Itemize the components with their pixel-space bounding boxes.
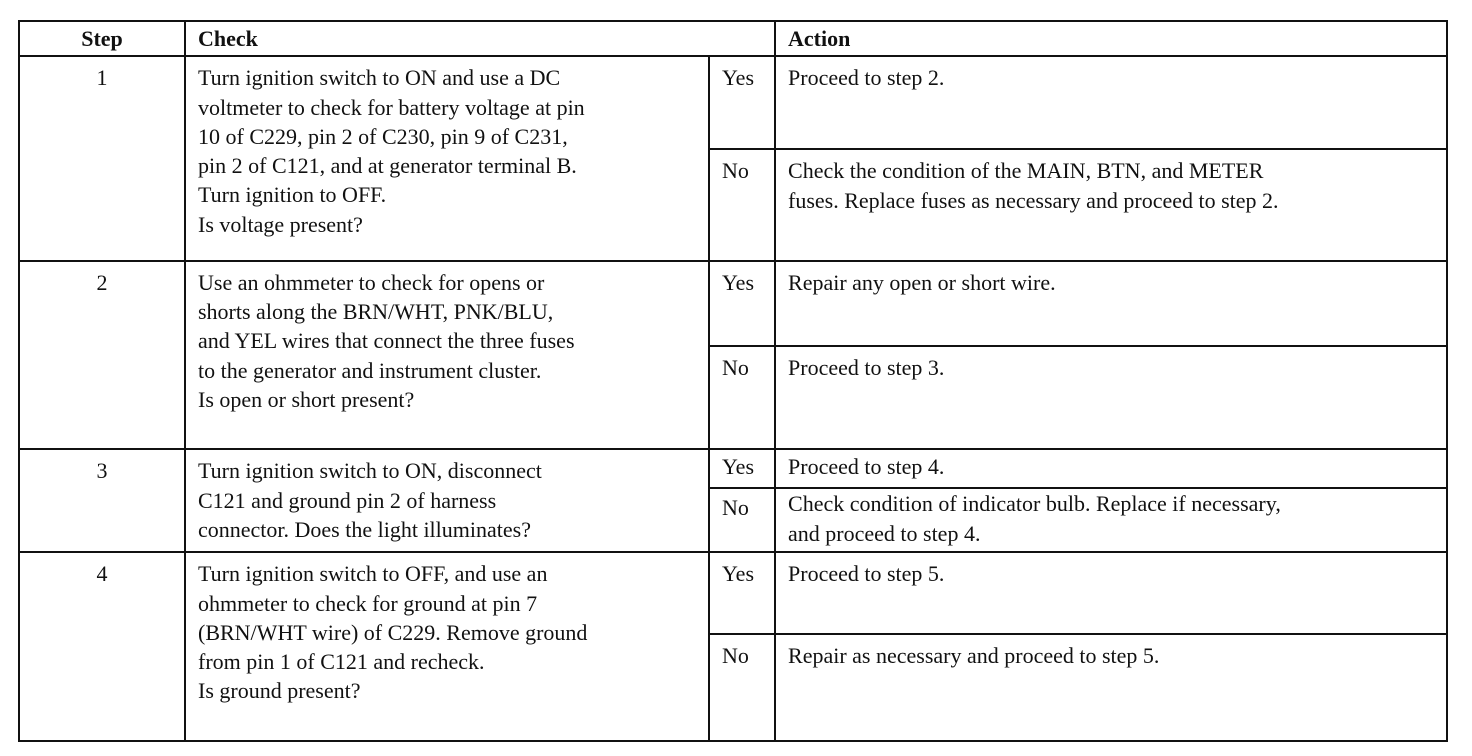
action-line: Proceed to step 4.: [788, 454, 945, 480]
header-check: Check: [183, 19, 777, 58]
troubleshooting-sheet: Step Check Action 1 Turn ignition switch…: [18, 19, 1449, 743]
step-1-yes-row: 1 Turn ignition switch to ON and use a D…: [18, 55, 1449, 262]
check-line: Is open or short present?: [198, 386, 415, 412]
check-line: from pin 1 of C121 and recheck.: [198, 649, 485, 675]
check-line: Turn ignition switch to OFF, and use an: [198, 561, 548, 587]
step-number: 1: [18, 55, 186, 262]
check-line: 10 of C229, pin 2 of C230, pin 9 of C231…: [198, 123, 568, 149]
action-line: Proceed to step 5.: [788, 561, 945, 587]
answer-no: No: [707, 148, 777, 262]
action-line: fuses. Replace fuses as necessary and pr…: [788, 187, 1279, 213]
step-number: 4: [18, 551, 186, 742]
check-text: Turn ignition switch to ON and use a DC …: [184, 55, 710, 262]
step-2-yes-row: 2 Use an ohmmeter to check for opens or …: [18, 259, 1449, 451]
action-yes: Proceed to step 4.: [774, 448, 1449, 490]
check-line: pin 2 of C121, and at generator terminal…: [198, 153, 577, 178]
action-line: Check the condition of the MAIN, BTN, an…: [788, 158, 1264, 184]
check-line: Use an ohmmeter to check for opens or: [198, 269, 545, 295]
check-text: Turn ignition switch to OFF, and use an …: [184, 551, 710, 742]
action-yes: Proceed to step 5.: [774, 551, 1449, 635]
step-1-no-row: No Check the condition of the MAIN, BTN,…: [19, 148, 1449, 262]
action-line: Repair as necessary and proceed to step …: [788, 642, 1160, 668]
check-line: Is ground present?: [198, 678, 361, 704]
action-yes: Repair any open or short wire.: [774, 259, 1449, 348]
troubleshooting-table: Step Check Action 1 Turn ignition switch…: [18, 19, 1449, 743]
action-yes: Proceed to step 2.: [774, 55, 1449, 151]
step-2-no-row: No Proceed to step 3.: [19, 345, 1449, 451]
step-number: 2: [18, 259, 186, 451]
check-line: to the generator and instrument cluster.: [198, 357, 542, 383]
action-line: Check condition of indicator bulb. Repla…: [788, 491, 1281, 517]
action-no: Proceed to step 3.: [774, 345, 1449, 451]
header-row: Step Check Action: [18, 19, 1449, 58]
answer-no: No: [707, 632, 777, 743]
action-line: Proceed to step 3.: [788, 355, 945, 381]
check-line: shorts along the BRN/WHT, PNK/BLU,: [198, 299, 554, 325]
step-4-yes-row: 4 Turn ignition switch to OFF, and use a…: [18, 551, 1449, 742]
action-line: Repair any open or short wire.: [788, 269, 1056, 295]
action-line: Proceed to step 2.: [788, 65, 945, 91]
step-3-no-row: No Check condition of indicator bulb. Re…: [19, 487, 1449, 554]
check-line: Turn ignition switch to ON, disconnect: [198, 458, 542, 484]
header-step: Step: [18, 19, 186, 58]
check-line: and YEL wires that connect the three fus…: [198, 328, 575, 354]
answer-yes: Yes: [707, 448, 777, 490]
action-no: Check condition of indicator bulb. Repla…: [774, 487, 1449, 554]
check-line: C121 and ground pin 2 of harness: [198, 487, 497, 513]
answer-no: No: [707, 345, 777, 451]
action-no: Repair as necessary and proceed to step …: [774, 632, 1449, 743]
step-4-no-row: No Repair as necessary and proceed to st…: [19, 632, 1449, 743]
answer-yes: Yes: [707, 551, 777, 635]
check-text: Turn ignition switch to ON, disconnect C…: [184, 448, 710, 554]
action-no: Check the condition of the MAIN, BTN, an…: [774, 148, 1449, 262]
check-line: ohmmeter to check for ground at pin 7: [198, 590, 538, 616]
action-line: and proceed to step 4.: [788, 520, 981, 546]
step-3-yes-row: 3 Turn ignition switch to ON, disconnect…: [18, 448, 1449, 554]
check-line: voltmeter to check for battery voltage a…: [198, 94, 585, 120]
answer-yes: Yes: [707, 55, 777, 151]
step-number: 3: [18, 448, 186, 554]
header-action: Action: [774, 19, 1449, 58]
answer-no: No: [707, 487, 777, 554]
check-line: Turn ignition to OFF.: [198, 182, 387, 208]
check-line: Is voltage present?: [198, 211, 363, 237]
answer-yes: Yes: [707, 259, 777, 348]
check-line: Turn ignition switch to ON and use a DC: [198, 65, 561, 91]
check-line: connector. Does the light illuminates?: [198, 516, 531, 542]
check-line: (BRN/WHT wire) of C229. Remove ground: [198, 619, 588, 645]
check-text: Use an ohmmeter to check for opens or sh…: [184, 259, 710, 451]
